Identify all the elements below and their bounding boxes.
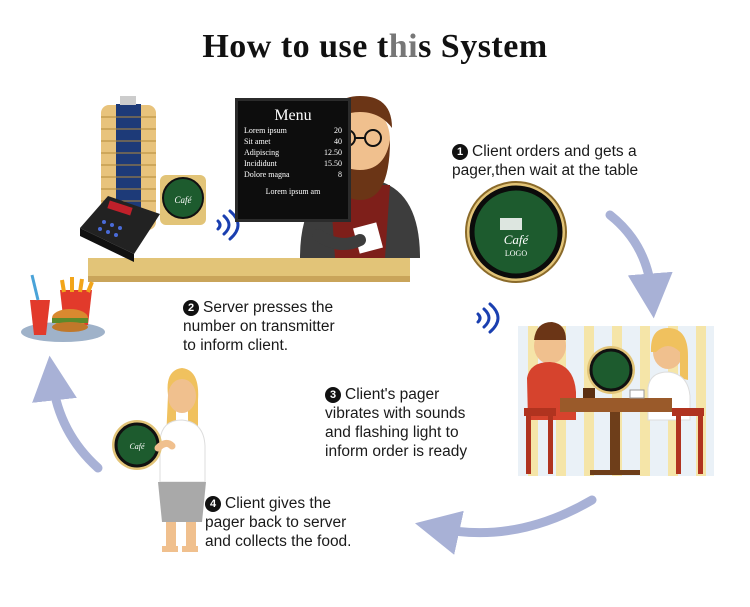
menu-item-price: 15.50 <box>324 159 342 168</box>
wifi-icon-middle <box>476 302 500 334</box>
transmitter-icon <box>80 196 160 262</box>
page-title: How to use this System <box>0 28 750 66</box>
title-part-2: s System <box>418 28 548 65</box>
menu-row: Sit amet 40 <box>238 136 348 147</box>
menu-row: Incididunt 15.50 <box>238 158 348 169</box>
step-text-line: and collects the food. <box>205 533 352 550</box>
food-icon <box>21 274 105 342</box>
wifi-icon-counter <box>216 209 240 241</box>
step-text-line: number on transmitter <box>183 318 335 335</box>
cafe-scene <box>518 322 714 476</box>
menu-footer: Lorem ipsum am <box>265 187 321 196</box>
svg-text:Café: Café <box>129 442 145 451</box>
svg-text:Café: Café <box>175 195 193 205</box>
svg-text:LOGO: LOGO <box>505 249 527 258</box>
step-text-line: pager,then wait at the table <box>452 162 639 179</box>
menu-item-price: 20 <box>334 126 342 135</box>
menu-row: Lorem ipsum 20 <box>238 125 348 136</box>
svg-text:Café: Café <box>504 232 530 247</box>
menu-item-name: Dolore magna <box>244 170 290 179</box>
menu-item-price: 40 <box>334 137 342 146</box>
step-text-line: inform order is ready <box>325 443 468 460</box>
arrow-left <box>32 355 103 473</box>
arrow-top-right <box>605 210 673 319</box>
menu-item-name: Adipiscing <box>244 148 280 157</box>
step-number: 2 <box>183 300 199 316</box>
title-part-1: How to use t <box>202 28 389 65</box>
step-text-line: Client's pager <box>345 386 440 403</box>
menu-row: Adipiscing 12.50 <box>238 147 348 158</box>
step-number: 3 <box>325 387 341 403</box>
menu-item-name: Lorem ipsum <box>244 126 287 135</box>
woman-person-icon: Café <box>112 368 206 552</box>
pager-icon-large: Café LOGO <box>465 181 567 283</box>
step-text-line: Server presses the <box>203 299 334 316</box>
step-text-line: Client gives the <box>225 495 331 512</box>
step-text-line: vibrates with sounds <box>325 405 466 422</box>
step-number: 1 <box>452 144 468 160</box>
menu-item-name: Incididunt <box>244 159 277 168</box>
counter-edge <box>88 276 410 282</box>
step-text-line: pager back to server <box>205 514 347 531</box>
step-number: 4 <box>205 496 221 512</box>
counter-top <box>88 258 410 280</box>
pager-icon-counter: Café <box>160 175 206 225</box>
step-text-line: Client orders and gets a <box>472 143 637 160</box>
menu-item-price: 8 <box>338 170 342 179</box>
menu-item-price: 12.50 <box>324 148 342 157</box>
step-text-line: to inform client. <box>183 337 289 354</box>
step-text-line: and flashing light to <box>325 424 459 441</box>
menu-title: Menu <box>274 107 312 124</box>
menu-item-name: Sit amet <box>244 137 271 146</box>
title-highlight: hi <box>388 28 419 65</box>
menu-row: Dolore magna 8 <box>238 169 348 180</box>
menu-board: Menu Lorem ipsum 20 Sit amet 40 Adipiscing… <box>235 98 351 222</box>
arrow-bottom <box>415 495 597 555</box>
